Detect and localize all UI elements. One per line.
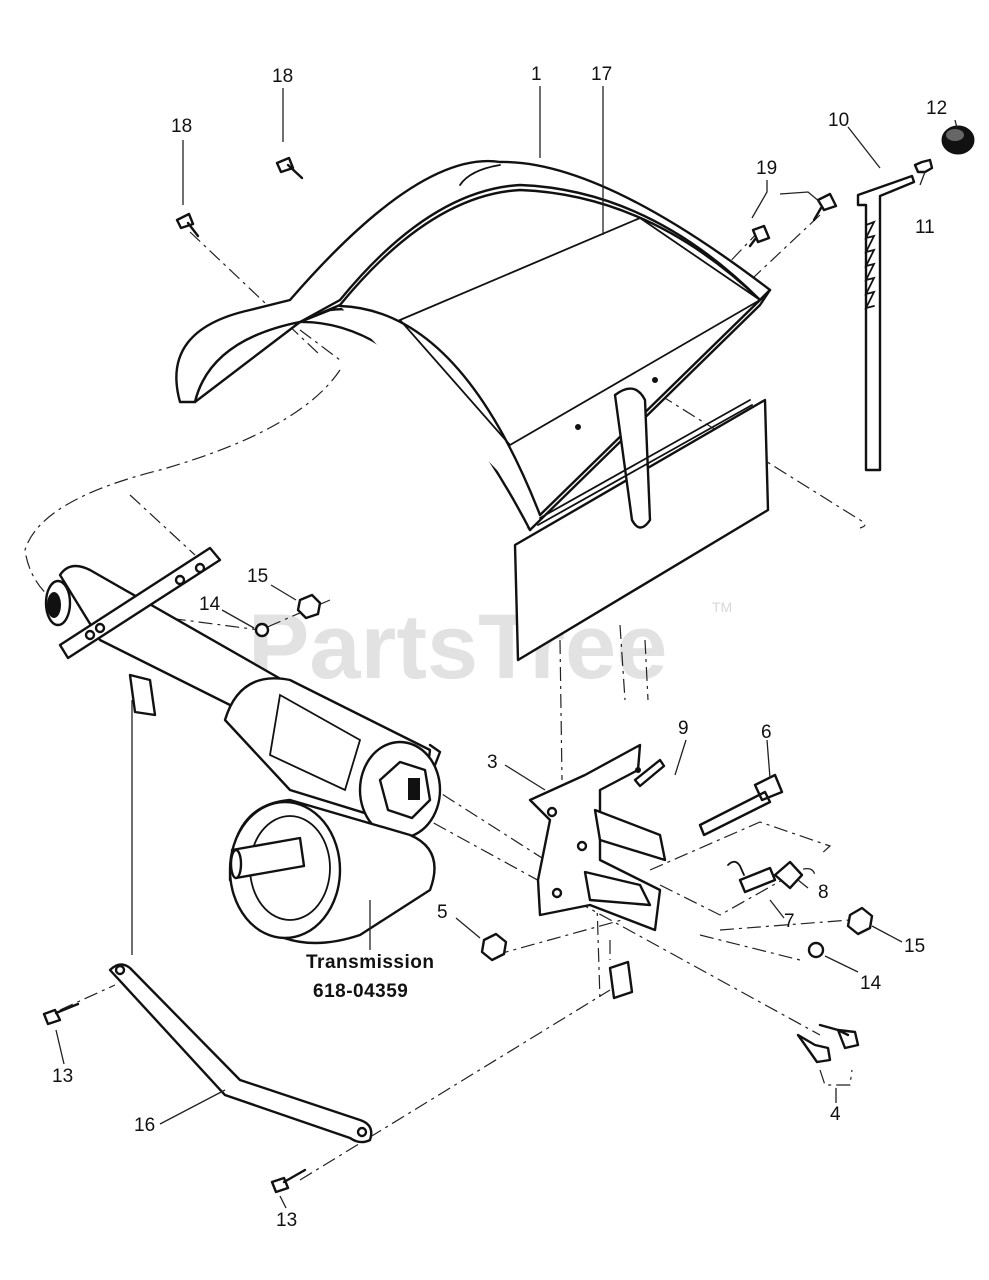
callout-9: 9	[678, 718, 689, 739]
callout-17: 17	[591, 64, 612, 85]
callout-3: 3	[487, 752, 498, 773]
clevis-pin-7	[738, 866, 777, 894]
callout-10: 10	[828, 110, 849, 131]
nut-15b	[846, 906, 874, 936]
callout-7: 7	[784, 911, 795, 932]
callout-13a: 13	[52, 1066, 73, 1087]
nut-15a	[296, 593, 322, 620]
watermark-trademark: TM	[712, 599, 732, 615]
callout-13b: 13	[276, 1210, 297, 1231]
watermark: PartsTree TM	[248, 596, 732, 698]
callout-18b: 18	[171, 116, 192, 137]
depth-bar	[856, 125, 975, 472]
callout-14a: 14	[199, 594, 221, 615]
callout-16: 16	[134, 1115, 155, 1136]
bolt-4b	[796, 1033, 832, 1064]
hairpin-7	[727, 860, 745, 876]
callout-12: 12	[926, 98, 947, 119]
bar-16	[108, 963, 373, 1144]
callout-14b: 14	[860, 973, 882, 994]
bolt-4a	[818, 1023, 860, 1050]
hitch-bracket	[528, 743, 667, 932]
callout-5: 5	[437, 902, 448, 923]
bolt-13b	[270, 1168, 307, 1194]
nut-5	[480, 932, 508, 962]
callout-6: 6	[761, 722, 772, 743]
washer-14a	[254, 622, 270, 638]
spacer-8	[773, 860, 804, 890]
transmission-label-name: Transmission	[306, 952, 435, 973]
callout-4: 4	[830, 1104, 841, 1125]
pin-9	[633, 758, 666, 788]
tine-shield	[175, 159, 772, 532]
bolts-top	[175, 156, 838, 248]
transmission-label: Transmission 618-04359	[306, 952, 435, 1002]
washer-14b	[807, 941, 825, 959]
callout-19: 19	[756, 158, 777, 179]
shield-flap	[513, 387, 770, 662]
bolt-6	[698, 773, 784, 837]
clamp	[608, 960, 634, 1000]
callout-18a: 18	[272, 66, 293, 87]
callout-15a: 15	[247, 566, 268, 587]
hardware	[42, 593, 874, 1194]
leaders	[55, 86, 958, 1209]
callout-15b: 15	[904, 936, 925, 957]
callout-1: 1	[531, 64, 542, 85]
callouts: 1 17 18 18 19 10 12 11 15 14 3 9 6 8 7 5…	[52, 64, 947, 1231]
bolt-13a	[42, 1002, 80, 1026]
transmission	[44, 546, 442, 945]
callout-8: 8	[818, 882, 829, 903]
transmission-label-part-number: 618-04359	[313, 981, 408, 1002]
callout-11: 11	[915, 217, 935, 238]
